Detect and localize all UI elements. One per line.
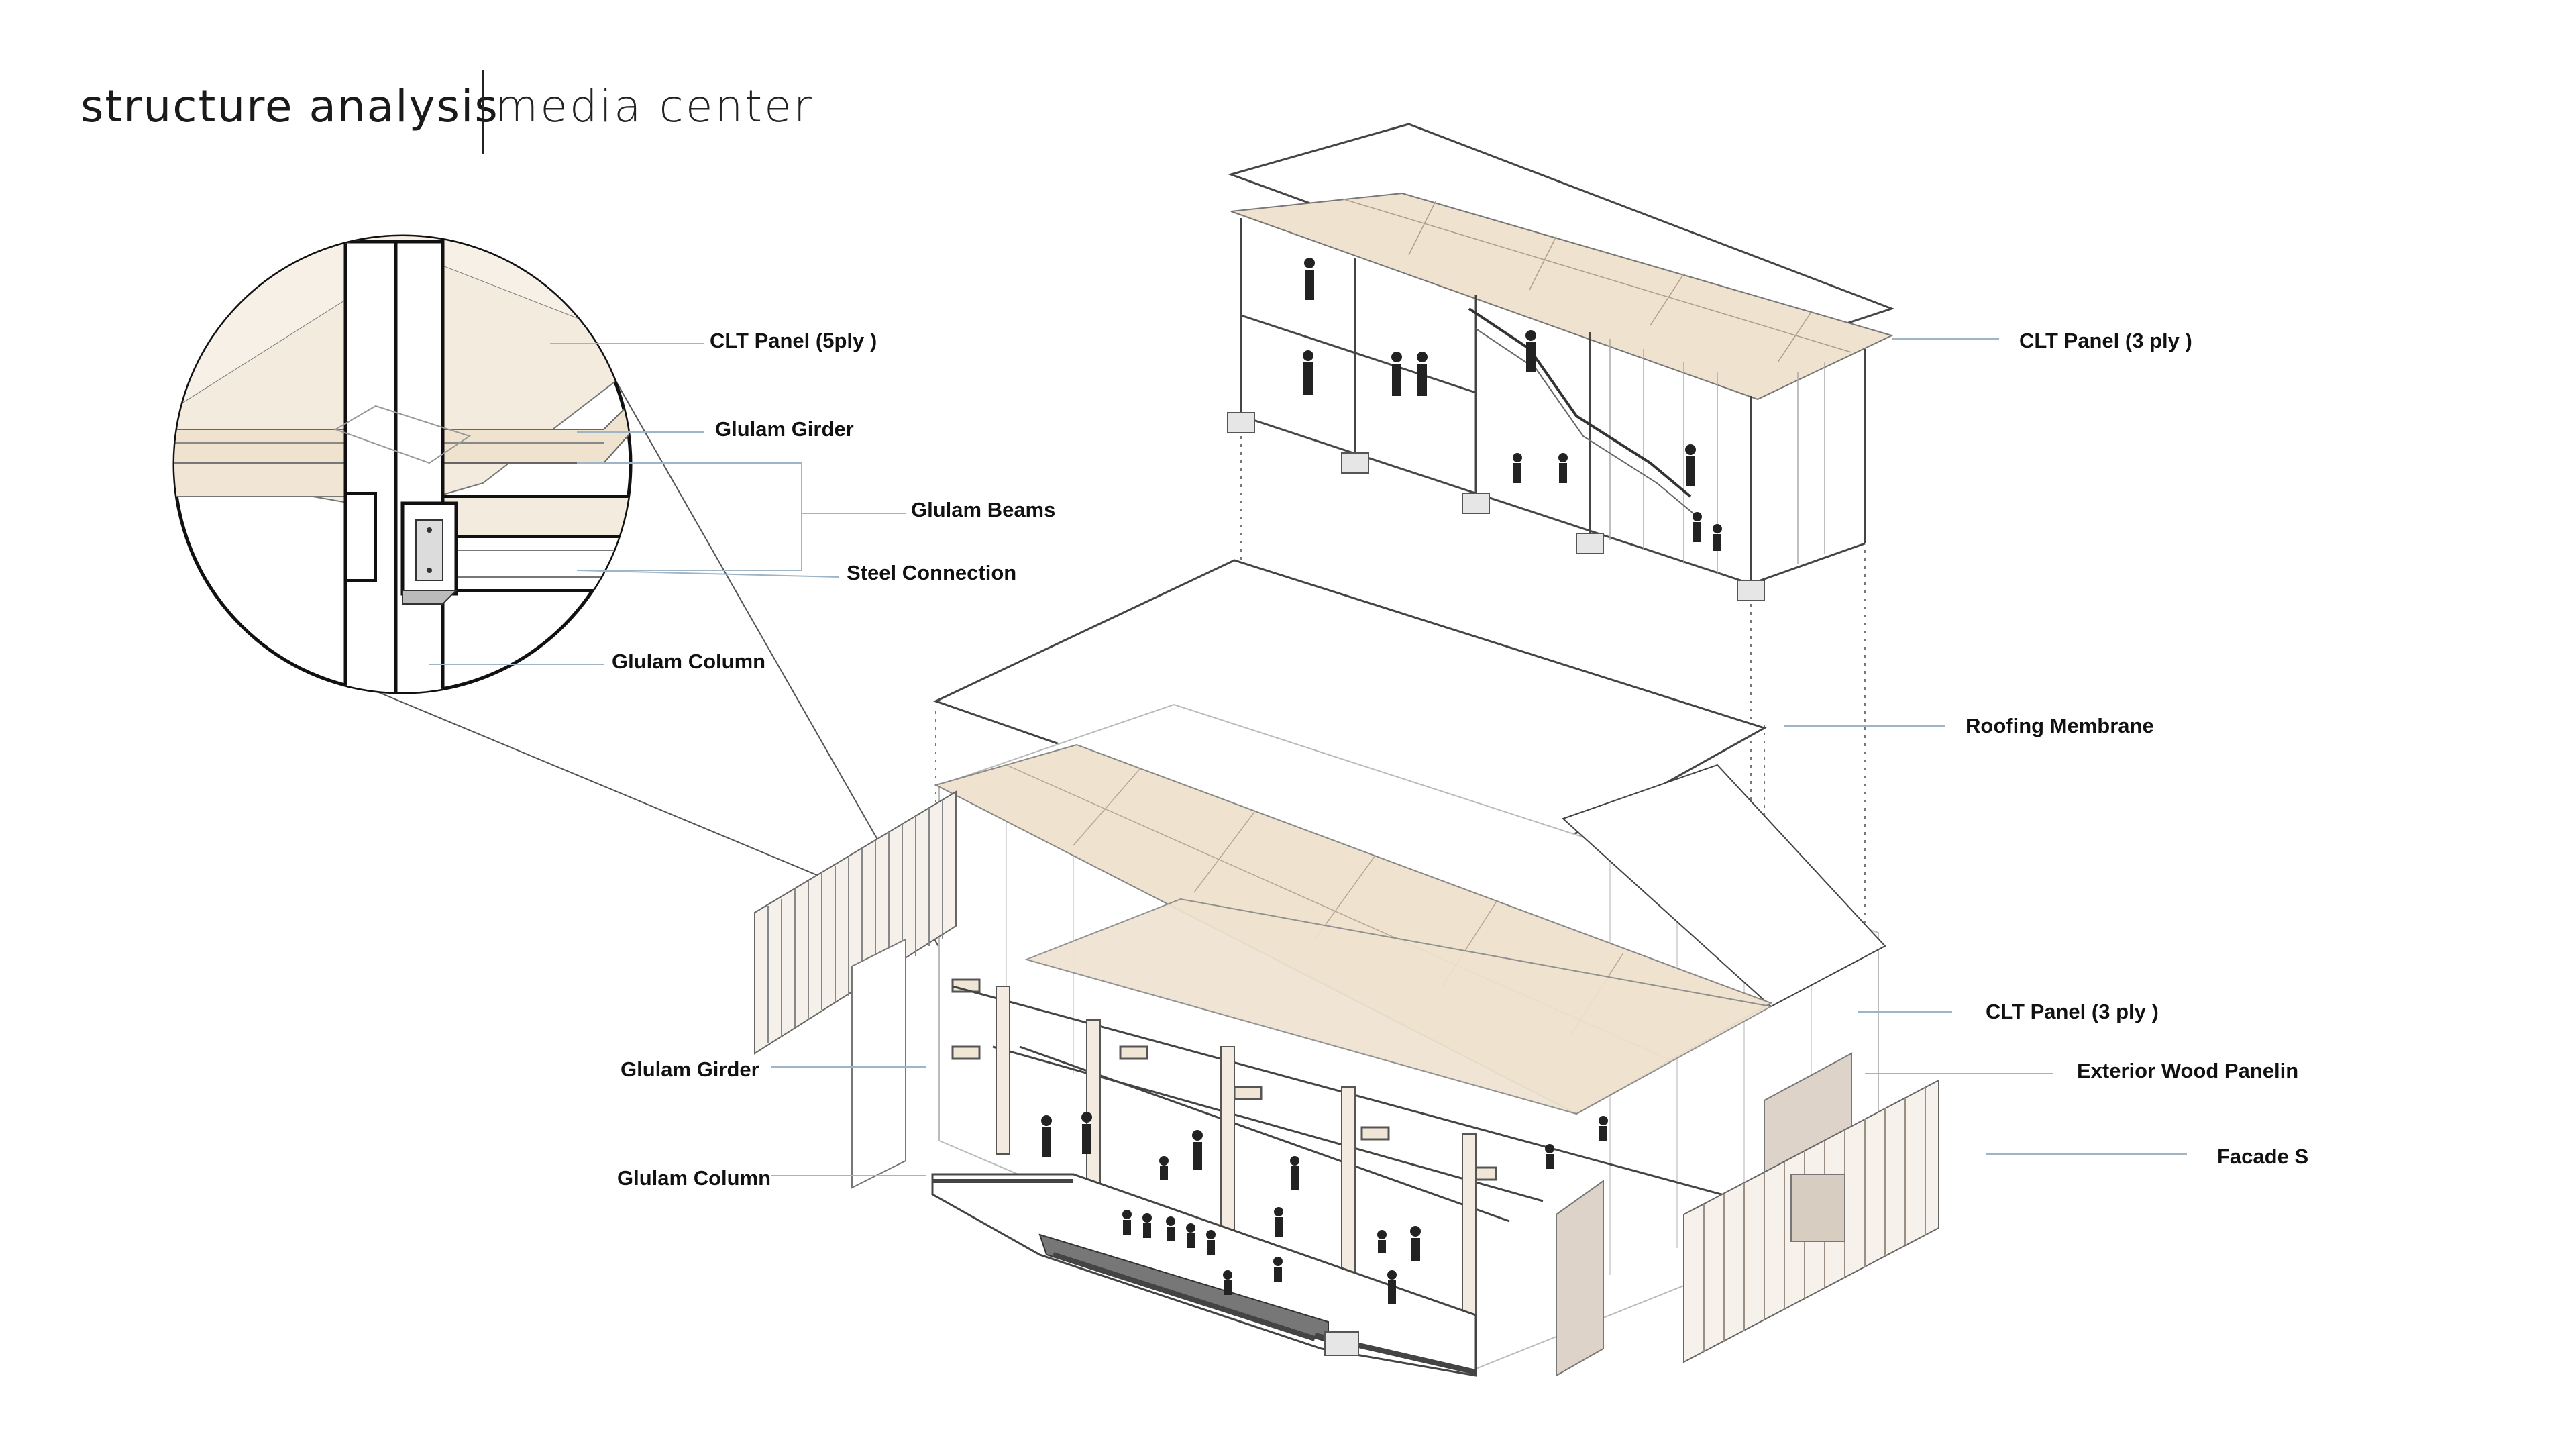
upper-stair	[1468, 307, 1692, 498]
detail-circle	[172, 234, 633, 694]
label-detail-glulam-girder: Glulam Girder	[715, 417, 854, 441]
label-main-glulam-column: Glulam Column	[617, 1166, 771, 1190]
page-title: structure analysis	[80, 81, 499, 132]
detail-steel-connection	[344, 492, 458, 605]
title-separator	[482, 70, 484, 154]
page-subtitle: media center	[495, 81, 814, 132]
label-upper-clt-panel: CLT Panel (3 ply )	[2019, 329, 2192, 352]
main-people	[1041, 1112, 1608, 1304]
label-roofing-membrane: Roofing Membrane	[1966, 714, 2154, 737]
label-detail-glulam-beams: Glulam Beams	[911, 498, 1056, 521]
label-detail-clt-panel: CLT Panel (5ply )	[710, 329, 877, 352]
glulam-beams	[951, 978, 1497, 1181]
label-lower-clt-panel: CLT Panel (3 ply )	[1986, 1000, 2159, 1023]
label-detail-steel-connection: Steel Connection	[847, 561, 1017, 584]
main-leaders	[771, 338, 2187, 1176]
label-main-glulam-girder: Glulam Girder	[621, 1057, 759, 1081]
upper-people	[1303, 258, 1722, 551]
upper-module	[1227, 123, 1895, 601]
label-exterior-wood-paneling: Exterior Wood Panelin	[2077, 1059, 2299, 1082]
detail-girder	[174, 374, 631, 464]
label-facade: Facade S	[2217, 1145, 2309, 1168]
main-building	[754, 703, 1939, 1377]
label-detail-glulam-column: Glulam Column	[612, 650, 766, 673]
detail-leaders	[429, 343, 906, 665]
facade-slats-right	[1683, 1079, 1939, 1363]
